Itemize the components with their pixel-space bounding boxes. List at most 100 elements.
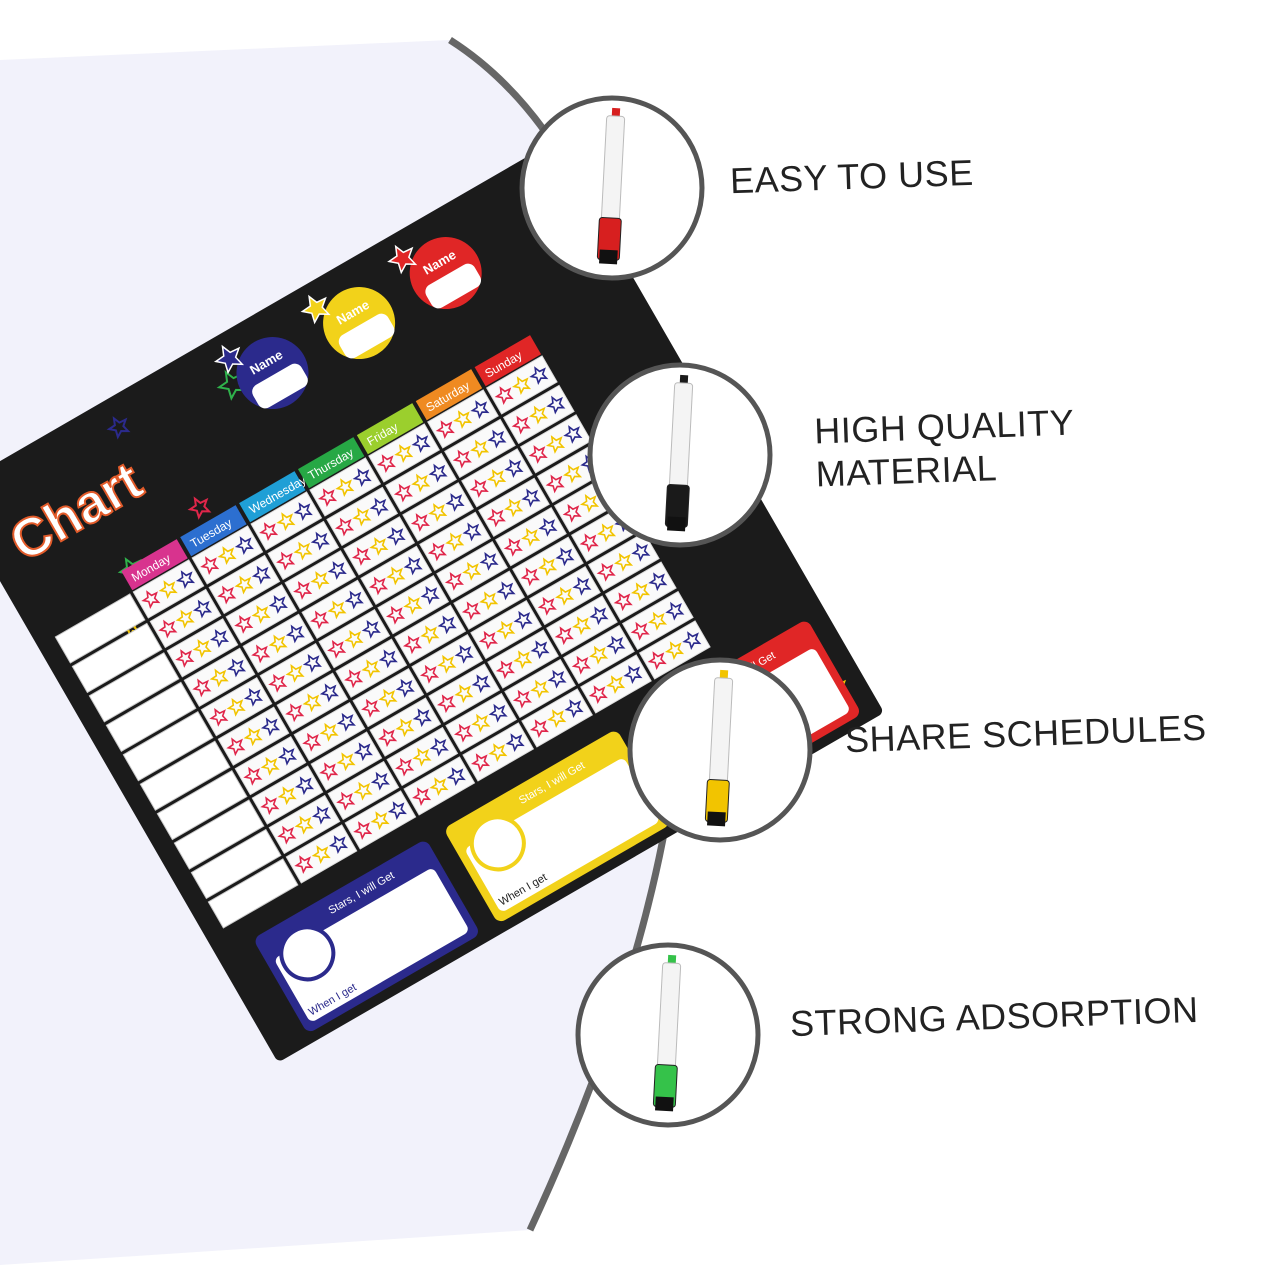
star-cell[interactable] (285, 824, 358, 884)
reward-write-area[interactable] (464, 757, 660, 913)
star-cell[interactable] (360, 545, 433, 605)
star-cell[interactable] (621, 590, 694, 651)
star-cell[interactable] (461, 448, 533, 508)
star-cell[interactable] (462, 722, 535, 782)
task-name-field[interactable] (173, 799, 265, 870)
star-cell[interactable] (377, 575, 450, 635)
star-cell[interactable] (638, 620, 711, 680)
star-cell[interactable] (335, 638, 408, 698)
star-cell[interactable] (521, 688, 593, 748)
star-cell[interactable] (208, 554, 281, 615)
star-cell[interactable] (250, 491, 323, 551)
star-cell[interactable] (495, 507, 567, 567)
star-cell[interactable] (445, 692, 518, 753)
star-cell[interactable] (327, 760, 400, 821)
reward-count-circle[interactable] (272, 918, 343, 989)
star-cell[interactable] (368, 423, 440, 483)
star-cell[interactable] (259, 643, 332, 703)
name-field[interactable] (336, 311, 397, 362)
star-cell[interactable] (344, 790, 417, 850)
star-cell[interactable] (504, 658, 576, 719)
star-outline-icon (452, 449, 472, 469)
star-cell[interactable] (512, 536, 584, 596)
star-cell[interactable] (487, 629, 559, 689)
star-cell[interactable] (485, 355, 558, 415)
name-field[interactable] (422, 261, 483, 312)
star-outline-icon (520, 567, 540, 587)
star-outline-icon (471, 674, 491, 694)
star-cell[interactable] (402, 482, 474, 542)
star-cell[interactable] (580, 654, 652, 714)
task-name-field[interactable] (190, 828, 282, 900)
star-cell[interactable] (267, 520, 340, 581)
star-cell[interactable] (191, 525, 264, 585)
reward-count-circle[interactable] (462, 808, 533, 879)
task-name-field[interactable] (71, 622, 163, 694)
star-cell[interactable] (166, 618, 239, 678)
star-cell[interactable] (268, 794, 341, 855)
star-cell[interactable] (563, 624, 635, 685)
star-cell[interactable] (309, 457, 382, 517)
star-cell[interactable] (225, 584, 298, 644)
star-cell[interactable] (242, 613, 315, 673)
star-cell[interactable] (284, 550, 357, 610)
star-outline-icon (310, 531, 330, 551)
task-name-field[interactable] (54, 593, 146, 664)
task-name-field[interactable] (122, 711, 214, 782)
day-header-tab (297, 437, 365, 489)
star-cell[interactable] (427, 389, 499, 449)
star-cell[interactable] (394, 604, 467, 664)
task-name-field[interactable] (207, 858, 299, 929)
star-cell[interactable] (546, 595, 618, 655)
task-name-field[interactable] (105, 681, 197, 752)
reward-write-area[interactable] (274, 867, 470, 1023)
star-cell[interactable] (436, 541, 508, 601)
star-cell[interactable] (326, 486, 399, 547)
star-cell[interactable] (470, 599, 542, 660)
feature-label-line-2: MATERIAL (815, 447, 998, 495)
star-cell[interactable] (132, 559, 205, 619)
star-outline-icon (631, 542, 651, 562)
star-cell[interactable] (411, 633, 484, 694)
star-cell[interactable] (519, 414, 592, 474)
star-cell[interactable] (428, 663, 501, 723)
star-outline-icon (370, 811, 390, 831)
star-cell[interactable] (386, 726, 459, 787)
star-cell[interactable] (301, 579, 374, 639)
star-outline-icon (234, 536, 254, 556)
task-name-field[interactable] (88, 652, 180, 723)
star-cell[interactable] (276, 672, 349, 732)
star-cell[interactable] (385, 452, 457, 513)
star-cell[interactable] (403, 756, 476, 816)
star-cell[interactable] (478, 477, 550, 537)
star-cell[interactable] (217, 706, 290, 766)
star-cell[interactable] (149, 588, 222, 649)
star-cell[interactable] (293, 701, 366, 762)
star-outline-icon (276, 512, 296, 532)
star-outline-icon (285, 703, 305, 723)
star-cell[interactable] (200, 677, 273, 737)
star-outline-icon (545, 435, 566, 454)
task-rows[interactable] (54, 593, 299, 929)
star-cell[interactable] (352, 667, 425, 728)
star-outline-icon (226, 737, 246, 757)
star-cell[interactable] (419, 511, 491, 571)
star-cell[interactable] (444, 418, 516, 479)
star-cell[interactable] (251, 765, 324, 825)
star-cell[interactable] (318, 609, 391, 669)
star-cell[interactable] (234, 735, 307, 796)
star-cell[interactable] (604, 561, 677, 621)
star-outline-icon (277, 786, 297, 806)
star-cell[interactable] (369, 697, 442, 757)
task-name-field[interactable] (156, 769, 248, 841)
star-cell[interactable] (529, 565, 601, 626)
star-cell[interactable] (587, 531, 660, 592)
star-grid[interactable] (132, 355, 711, 884)
star-cell[interactable] (343, 516, 416, 576)
star-cell[interactable] (453, 570, 525, 630)
task-name-field[interactable] (139, 740, 231, 811)
star-cell[interactable] (502, 384, 575, 445)
name-field[interactable] (249, 361, 310, 412)
star-cell[interactable] (310, 731, 383, 791)
star-cell[interactable] (183, 647, 256, 707)
